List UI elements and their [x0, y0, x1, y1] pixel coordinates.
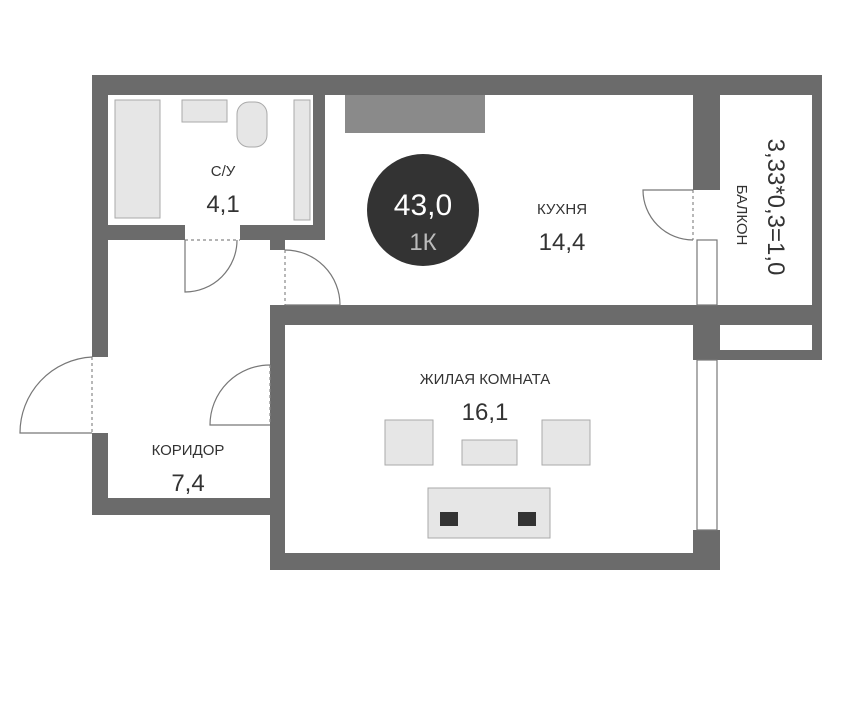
- sink: [181, 99, 228, 123]
- balcony-area: 3,33*0,3=1,0: [762, 139, 789, 276]
- furniture: [114, 95, 591, 539]
- bathroom-name: С/У: [211, 163, 236, 180]
- apartment-type: 1К: [409, 229, 436, 256]
- doors: [19, 189, 694, 434]
- living-area: 16,1: [462, 399, 509, 426]
- bathroom-area: 4,1: [206, 191, 239, 218]
- kitchen-area: 14,4: [539, 229, 586, 256]
- toilet: [236, 101, 268, 148]
- coffee-table: [461, 439, 518, 466]
- walls: [92, 75, 822, 570]
- windows: [696, 239, 718, 531]
- kitchen-unit: [345, 95, 485, 133]
- living-name: ЖИЛАЯ КОМНАТА: [420, 371, 551, 388]
- balcony-name: БАЛКОН: [733, 185, 750, 246]
- armchair-left: [384, 419, 434, 466]
- bathtub: [114, 99, 161, 219]
- area-badge: 43,0 1К: [367, 154, 479, 266]
- total-area: 43,0: [394, 189, 452, 222]
- kitchen-name: КУХНЯ: [537, 201, 587, 218]
- armchair-right: [541, 419, 591, 466]
- corridor-area: 7,4: [171, 470, 204, 497]
- washer: [293, 99, 311, 221]
- corridor-name: КОРИДОР: [152, 442, 225, 459]
